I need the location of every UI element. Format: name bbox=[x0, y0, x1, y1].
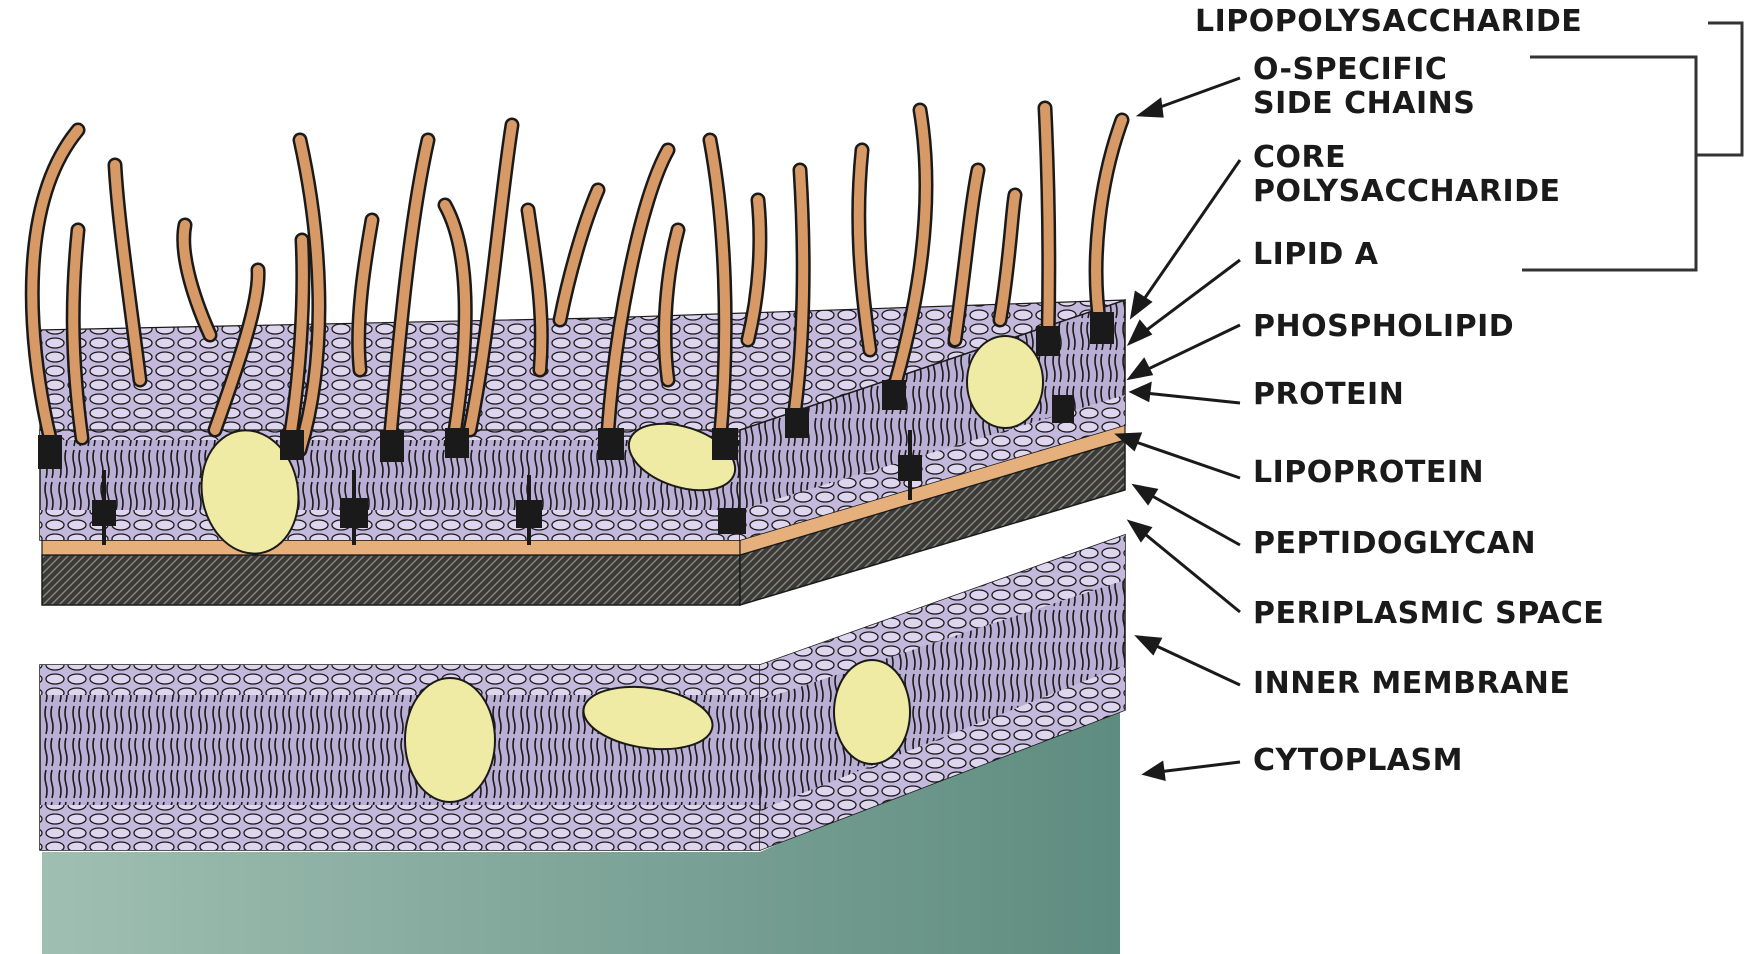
label-o-specific-side-chains: O-SPECIFIC SIDE CHAINS bbox=[1253, 53, 1475, 121]
label-protein: PROTEIN bbox=[1253, 378, 1404, 412]
outer-protein bbox=[967, 336, 1043, 428]
label-lipoprotein: LIPOPROTEIN bbox=[1253, 456, 1484, 490]
label-lipid-a: LIPID A bbox=[1253, 238, 1379, 272]
label-core-polysaccharide: CORE POLYSACCHARIDE bbox=[1253, 141, 1561, 209]
label-lipopolysaccharide: LIPOPOLYSACCHARIDE bbox=[1195, 5, 1582, 39]
label-periplasmic-space: PERIPLASMIC SPACE bbox=[1253, 597, 1604, 631]
label-cytoplasm: CYTOPLASM bbox=[1253, 744, 1463, 778]
label-phospholipid: PHOSPHOLIPID bbox=[1253, 310, 1514, 344]
label-peptidoglycan: PEPTIDOGLYCAN bbox=[1253, 527, 1536, 561]
pointer-arrows bbox=[1118, 78, 1240, 779]
inner-protein bbox=[834, 660, 910, 764]
inner-protein bbox=[405, 678, 495, 802]
label-inner-membrane: INNER MEMBRANE bbox=[1253, 667, 1570, 701]
